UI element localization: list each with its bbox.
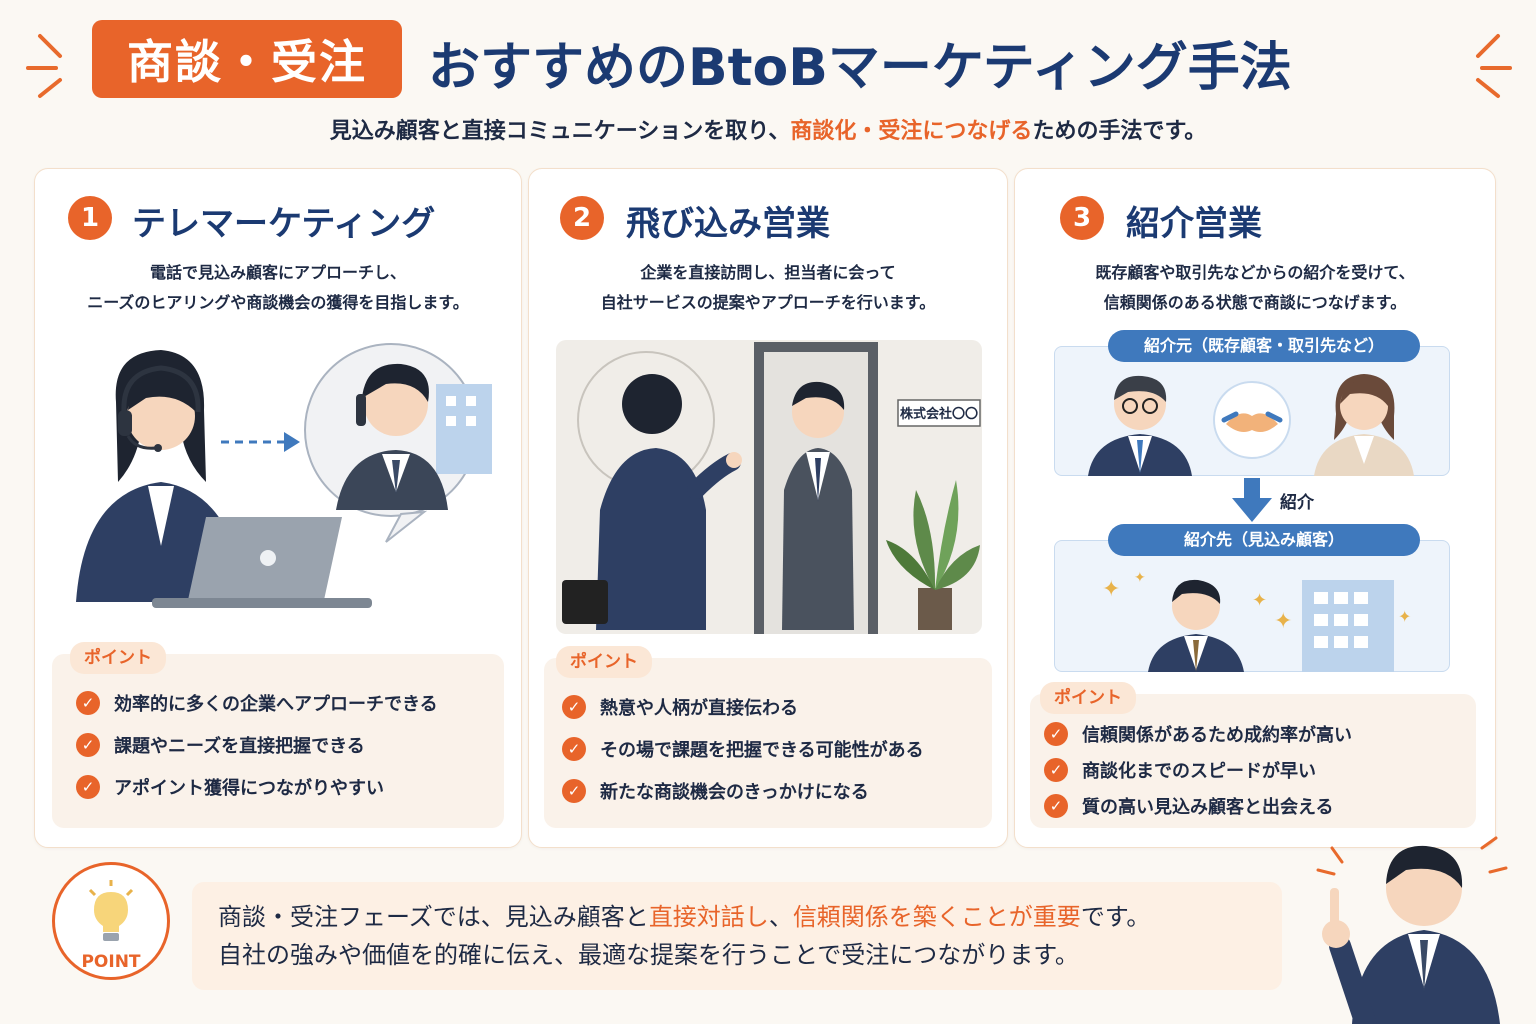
summary-highlight: 信頼関係を築くことが重要: [792, 903, 1081, 931]
summary-box: [192, 882, 1282, 990]
summary-highlight: 直接対話し: [648, 903, 769, 931]
page-title: おすすめのBtoBマーケティング手法: [428, 37, 1292, 98]
point-list: ✓ 信頼関係があるため成約率が高い ✓ 商談化までのスピードが早い ✓ 質の高い見込み…: [1044, 716, 1464, 824]
check-icon: ✓: [1044, 758, 1068, 782]
point-item: ✓ その場で課題を把握できる可能性がある: [562, 728, 982, 770]
point-list: ✓ 熱意や人柄が直接伝わる ✓ その場で課題を把握できる可能性がある ✓ 新たな商談機…: [562, 686, 982, 812]
point-label: ポイント: [70, 642, 166, 674]
point-item: ✓ 効率的に多くの企業へアプローチできる: [76, 682, 496, 724]
svg-text:✦: ✦: [1398, 607, 1411, 626]
point-item: ✓ アポイント獲得につながりやすい: [76, 766, 496, 808]
summary-line-2: 自社の強みや価値を的確に伝え、最適な提案を行うことで受注につながります。: [218, 941, 1079, 969]
businessman-illustration: [1316, 836, 1508, 1024]
card-number: 2: [560, 196, 604, 240]
referral-arrow-label: 紹介: [1280, 493, 1314, 513]
check-icon: ✓: [1044, 722, 1068, 746]
point-text: 信頼関係があるため成約率が高い: [1082, 725, 1352, 746]
point-item: ✓ 課題やニーズを直接把握できる: [76, 724, 496, 766]
card-description-line: ニーズのヒアリングや商談機会の獲得を目指します。: [87, 293, 469, 312]
card-description-line: 自社サービスの提案やアプローチを行います。: [600, 293, 936, 312]
card-title: 飛び込み営業: [626, 204, 830, 244]
point-text: 効率的に多くの企業へアプローチできる: [114, 694, 438, 715]
subtitle-text: 見込み顧客と直接コミュニケーションを取り、: [329, 119, 791, 144]
door-to-door-illustration: 株式会社〇〇: [556, 340, 982, 634]
point-list: ✓ 効率的に多くの企業へアプローチできる ✓ 課題やニーズを直接把握できる ✓ アポイ…: [76, 682, 496, 808]
svg-text:✦: ✦: [1102, 577, 1120, 602]
point-text: 質の高い見込み顧客と出会える: [1082, 797, 1334, 818]
card-description-line: 電話で見込み顧客にアプローチし、: [149, 263, 406, 282]
point-badge-label: POINT: [81, 952, 141, 972]
referral-source-illustration: [1088, 374, 1414, 476]
check-icon: ✓: [562, 737, 586, 761]
point-text: その場で課題を把握できる可能性がある: [600, 740, 924, 761]
summary-text-part: 商談・受注フェーズでは、見込み顧客と: [218, 903, 649, 931]
card-description-line: 既存顧客や取引先などからの紹介を受けて、: [1095, 263, 1415, 282]
subtitle-highlight: 商談化・受注につなげる: [790, 119, 1033, 144]
svg-text:✦: ✦: [1252, 590, 1267, 611]
card-description-line: 信頼関係のある状態で商談につなげます。: [1103, 293, 1407, 312]
summary-text-part: です。: [1080, 903, 1151, 931]
left-burst-decoration: [26, 34, 62, 98]
referral-target-illustration: ✦ ✦ ✦ ✦ ✦: [1102, 570, 1411, 672]
lightbulb-icon: [88, 880, 134, 941]
subtitle-text-end: ための手法です。: [1032, 119, 1207, 144]
card-number: 3: [1060, 196, 1104, 240]
card-description: 企業を直接訪問し、担当者に会って 自社サービスの提案やアプローチを行います。: [538, 258, 998, 318]
referral-source-label: 紹介元（既存顧客・取引先など）: [1108, 330, 1420, 362]
point-text: 課題やニーズを直接把握できる: [114, 736, 365, 757]
check-icon: ✓: [76, 691, 100, 715]
point-label: ポイント: [556, 646, 652, 678]
point-box: [544, 658, 992, 828]
point-item: ✓ 信頼関係があるため成約率が高い: [1044, 716, 1464, 752]
summary-text: 商談・受注フェーズでは、見込み顧客と直接対話し、信頼関係を築くことが重要です。 …: [218, 898, 1278, 974]
check-icon: ✓: [562, 695, 586, 719]
telemarketing-illustration: [76, 343, 492, 608]
svg-text:✦: ✦: [1134, 570, 1146, 586]
company-sign: 株式会社〇〇: [900, 406, 978, 422]
summary-text-part: 、: [768, 903, 793, 931]
check-icon: ✓: [562, 779, 586, 803]
point-text: 商談化までのスピードが早い: [1082, 761, 1316, 782]
point-item: ✓ 質の高い見込み顧客と出会える: [1044, 788, 1464, 824]
point-text: アポイント獲得につながりやすい: [114, 778, 384, 799]
summary-line-1: 商談・受注フェーズでは、見込み顧客と直接対話し、信頼関係を築くことが重要です。: [218, 898, 1278, 936]
point-item: ✓ 商談化までのスピードが早い: [1044, 752, 1464, 788]
right-burst-decoration: [1476, 34, 1512, 98]
page-subtitle: 見込み顧客と直接コミュニケーションを取り、商談化・受注につなげるための手法です。: [0, 112, 1536, 152]
check-icon: ✓: [1044, 794, 1068, 818]
point-box: [1030, 694, 1476, 828]
phase-tag: 商談・受注: [92, 20, 402, 98]
point-box: [52, 654, 504, 828]
card-title: 紹介営業: [1126, 204, 1262, 244]
point-text: 熱意や人柄が直接伝わる: [600, 698, 798, 719]
check-icon: ✓: [76, 775, 100, 799]
card-description-line: 企業を直接訪問し、担当者に会って: [640, 263, 896, 282]
arrow-down-icon: [1232, 478, 1272, 522]
point-label: ポイント: [1040, 682, 1136, 714]
svg-text:✦: ✦: [1274, 609, 1292, 634]
check-icon: ✓: [76, 733, 100, 757]
point-item: ✓ 新たな商談機会のきっかけになる: [562, 770, 982, 812]
card-description: 既存顧客や取引先などからの紹介を受けて、 信頼関係のある状態で商談につなげます。: [1024, 258, 1486, 318]
referral-target-label: 紹介先（見込み顧客）: [1108, 524, 1420, 556]
card-description: 電話で見込み顧客にアプローチし、 ニーズのヒアリングや商談機会の獲得を目指します…: [44, 258, 512, 318]
point-text: 新たな商談機会のきっかけになる: [600, 782, 869, 803]
point-item: ✓ 熱意や人柄が直接伝わる: [562, 686, 982, 728]
card-title: テレマーケティング: [132, 204, 436, 244]
card-number: 1: [68, 196, 112, 240]
